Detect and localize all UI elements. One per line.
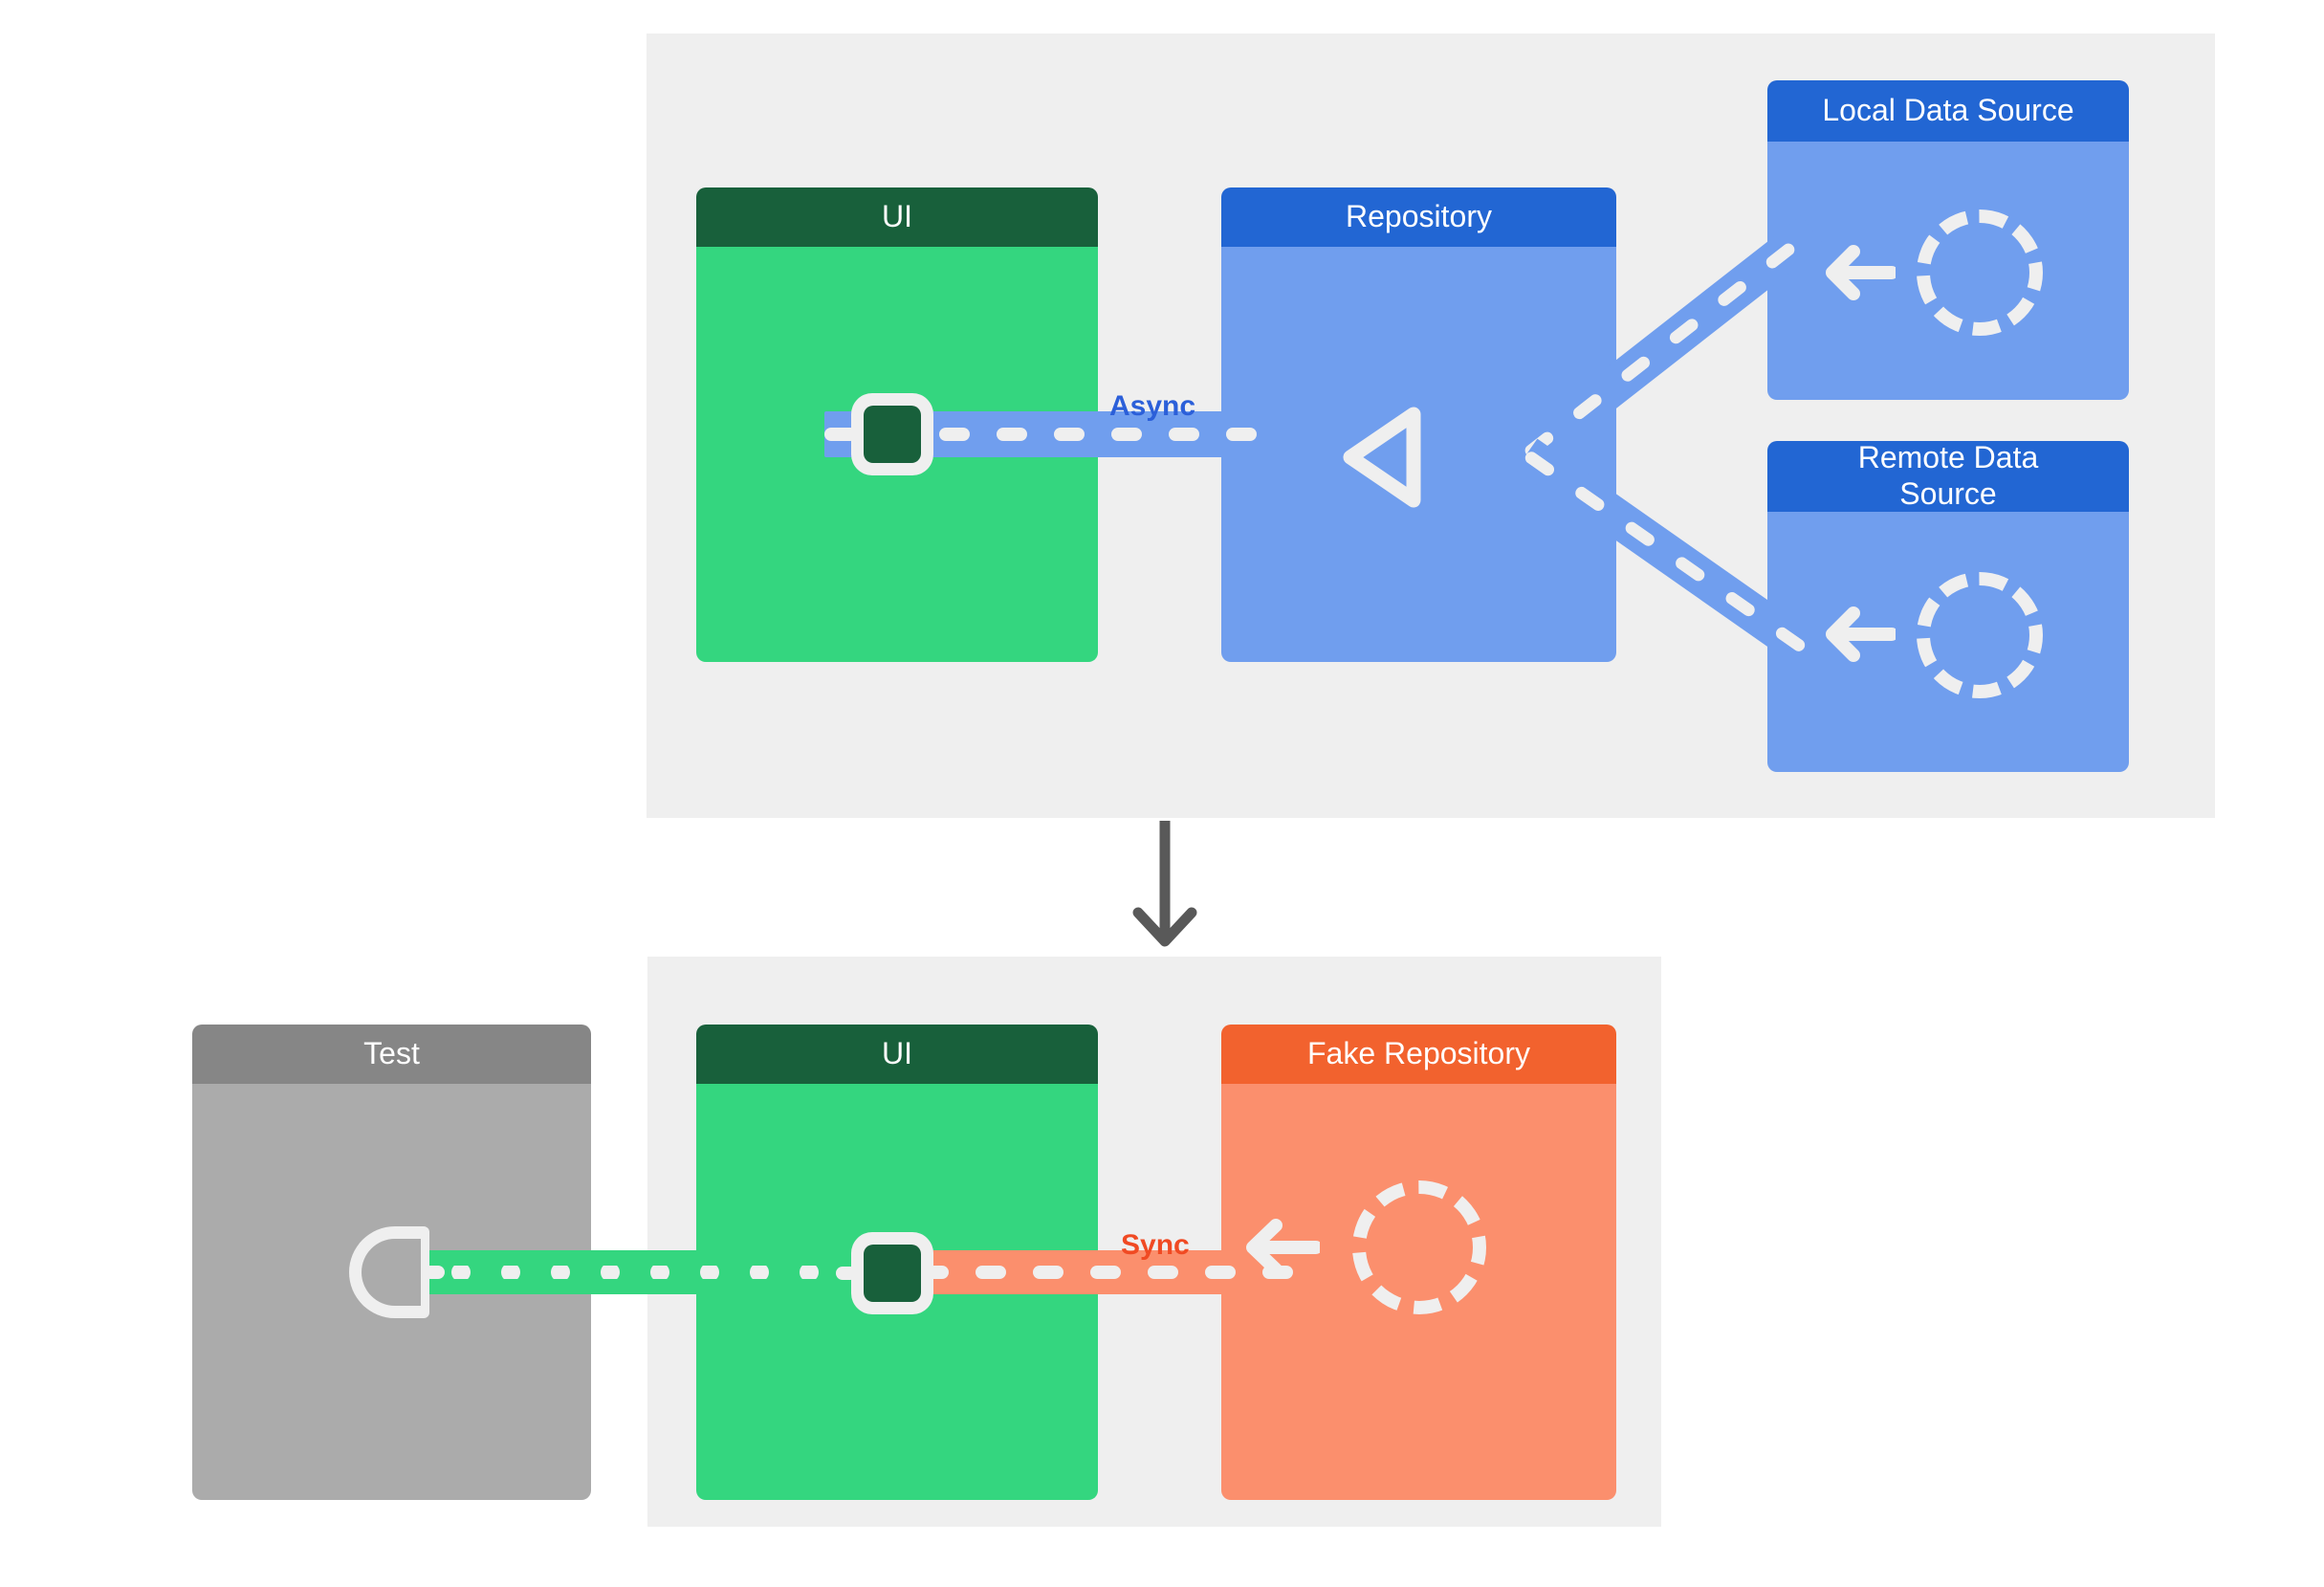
dash-segment xyxy=(1111,428,1142,441)
dash-segment xyxy=(1673,554,1707,584)
dash-segment xyxy=(1722,589,1758,619)
edge-label-sync: Sync xyxy=(1121,1229,1190,1261)
dash-segment xyxy=(1570,391,1605,422)
dash-segment xyxy=(939,428,970,441)
card-test-title: Test xyxy=(192,1025,591,1084)
card-local-data-source-title: Local Data Source xyxy=(1767,80,2129,142)
dash-segment xyxy=(1623,519,1657,549)
local-data-source-circle-icon xyxy=(1917,209,2043,336)
dot-segment xyxy=(750,1266,769,1279)
dash-segment xyxy=(1054,428,1085,441)
connector-ui-fake-repository xyxy=(861,1250,1310,1294)
dot-segment xyxy=(601,1266,620,1279)
card-ui-production-title: UI xyxy=(696,187,1098,247)
dash-segment xyxy=(1033,1266,1063,1279)
remote-data-source-circle-icon xyxy=(1917,572,2043,698)
dash-segment xyxy=(1523,449,1557,478)
dot-segment xyxy=(551,1266,570,1279)
dash-segment xyxy=(1773,625,1808,654)
card-fake-repository-title: Fake Repository xyxy=(1221,1025,1616,1084)
fake-repository-circle-icon xyxy=(1352,1180,1486,1314)
local-data-source-arrow-left-icon xyxy=(1825,243,1898,302)
dash-segment xyxy=(1715,278,1749,309)
test-connector-socket-icon xyxy=(349,1226,429,1318)
dot-segment xyxy=(650,1266,669,1279)
dash-segment xyxy=(1090,1266,1121,1279)
dash-segment xyxy=(1764,240,1797,272)
card-ui-test-title: UI xyxy=(696,1025,1098,1084)
ui-test-connector-socket-icon xyxy=(851,1232,933,1314)
fake-repository-arrow-left-icon xyxy=(1245,1217,1323,1278)
dash-segment xyxy=(976,1266,1006,1279)
dot-segment xyxy=(501,1266,520,1279)
dash-segment xyxy=(1148,1266,1178,1279)
dot-segment xyxy=(451,1266,471,1279)
dot-segment xyxy=(800,1266,819,1279)
edge-label-async: Async xyxy=(1109,390,1196,422)
connector-dots xyxy=(402,1266,861,1279)
card-remote-data-source[interactable]: Remote Data Source xyxy=(1767,441,2129,772)
dash-segment xyxy=(1169,428,1199,441)
connector-test-ui xyxy=(402,1250,861,1294)
dash-segment xyxy=(1618,354,1653,385)
remote-data-source-arrow-left-icon xyxy=(1825,605,1898,664)
dash-segment xyxy=(1572,484,1608,514)
ui-connector-socket-icon xyxy=(851,393,933,475)
dash-segment xyxy=(997,428,1027,441)
card-remote-data-source-title: Remote Data Source xyxy=(1767,441,2129,512)
repository-provider-triangle-icon xyxy=(1337,405,1425,510)
dash-segment xyxy=(1667,316,1701,346)
dot-segment xyxy=(700,1266,719,1279)
dash-segment xyxy=(1226,428,1257,441)
flow-arrow-down-icon xyxy=(1127,815,1203,955)
card-repository-title: Repository xyxy=(1221,187,1616,247)
dash-segment xyxy=(1205,1266,1236,1279)
